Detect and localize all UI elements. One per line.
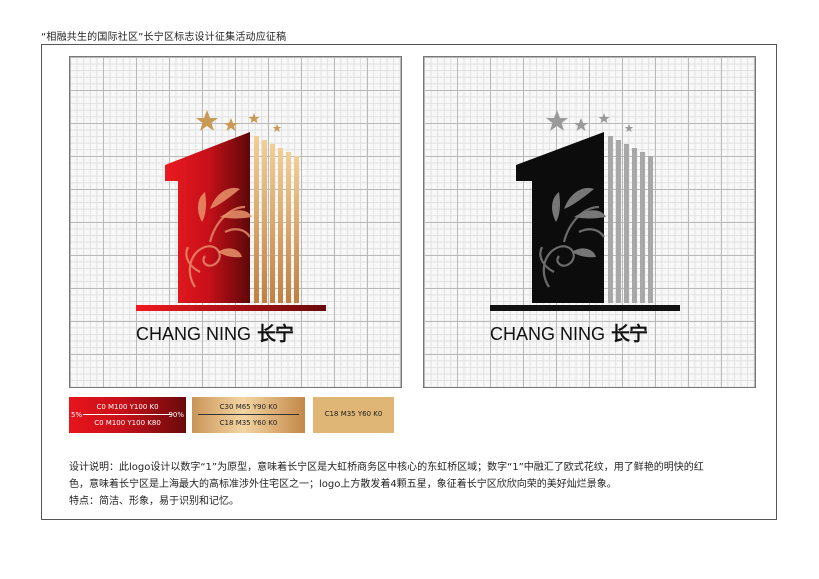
swatch-red-left-pct: 5%	[71, 411, 83, 419]
document-frame	[41, 44, 777, 520]
star-icon	[196, 110, 218, 131]
wordmark-chinese: 长宁	[611, 323, 648, 345]
swatch-tan-solid: C18 M35 Y60 K0	[313, 397, 394, 433]
swatch-divider	[83, 414, 172, 415]
numeral-one-shape	[516, 132, 604, 303]
swatch-tan-label: C18 M35 Y60 K0	[324, 410, 383, 418]
gold-bar	[294, 156, 299, 303]
star-icon	[598, 113, 610, 123]
underline-bar	[490, 305, 680, 311]
logo-mono-graphic	[490, 110, 680, 311]
swatch-divider	[198, 414, 299, 415]
star-icon	[248, 113, 260, 123]
description-line: 色，意味着长宁区是上海最大的高标准涉外住宅区之一；logo上方散发着4颗五星，象…	[69, 479, 617, 490]
swatch-gold-top-label: C30 M65 Y90 K0	[219, 403, 278, 411]
swatch-gold-bottom-label: C18 M35 Y60 K0	[219, 419, 278, 427]
star-icon	[224, 118, 238, 131]
gray-bar	[648, 156, 653, 303]
description-line: 设计说明：此logo设计以数字“1”为原型，意味着长宁区是大虹桥商务区中核心的东…	[69, 462, 704, 473]
gray-bar	[608, 136, 613, 303]
gold-bar	[278, 148, 283, 303]
gold-bar	[254, 136, 259, 303]
gray-bar	[640, 152, 645, 303]
leaf-ornament	[198, 187, 252, 258]
design-description: 设计说明：此logo设计以数字“1”为原型，意味着长宁区是大虹桥商务区中核心的东…	[69, 459, 759, 510]
underline-bar	[136, 305, 326, 311]
numeral-one-shape	[165, 132, 250, 303]
swatch-red-bottom-label: C0 M100 Y100 K80	[94, 419, 161, 427]
page-title: “相融共生的国际社区”长宁区标志设计征集活动应征稿	[41, 32, 287, 43]
leaf-ornament	[552, 187, 606, 258]
gray-bar	[624, 144, 629, 303]
star-icon	[624, 124, 634, 132]
star-icon	[546, 110, 568, 131]
gray-bar	[616, 140, 621, 303]
swatch-red-gradient: C0 M100 Y100 K0 5% 90% C0 M100 Y100 K80	[69, 397, 186, 433]
gold-bar	[262, 140, 267, 303]
gray-bars	[608, 136, 653, 303]
swatch-red-top-label: C0 M100 Y100 K0	[96, 403, 159, 411]
gold-bars	[254, 136, 299, 303]
gold-bar	[286, 152, 291, 303]
wordmark-english: CHANG NING	[136, 324, 252, 344]
swatch-gold-gradient: C30 M65 Y90 K0 C18 M35 Y60 K0	[192, 397, 305, 433]
star-icon	[272, 124, 282, 132]
wordmark-chinese: 长宁	[257, 323, 294, 345]
gray-bar	[632, 148, 637, 303]
gold-bar	[270, 144, 275, 303]
features-line: 特点：简洁、形象，易于识别和记忆。	[69, 496, 239, 507]
logo-color-graphic	[136, 110, 326, 311]
swatch-red-right-pct: 90%	[168, 411, 184, 419]
wordmark-english: CHANG NING	[490, 324, 606, 344]
star-icon	[574, 118, 588, 131]
